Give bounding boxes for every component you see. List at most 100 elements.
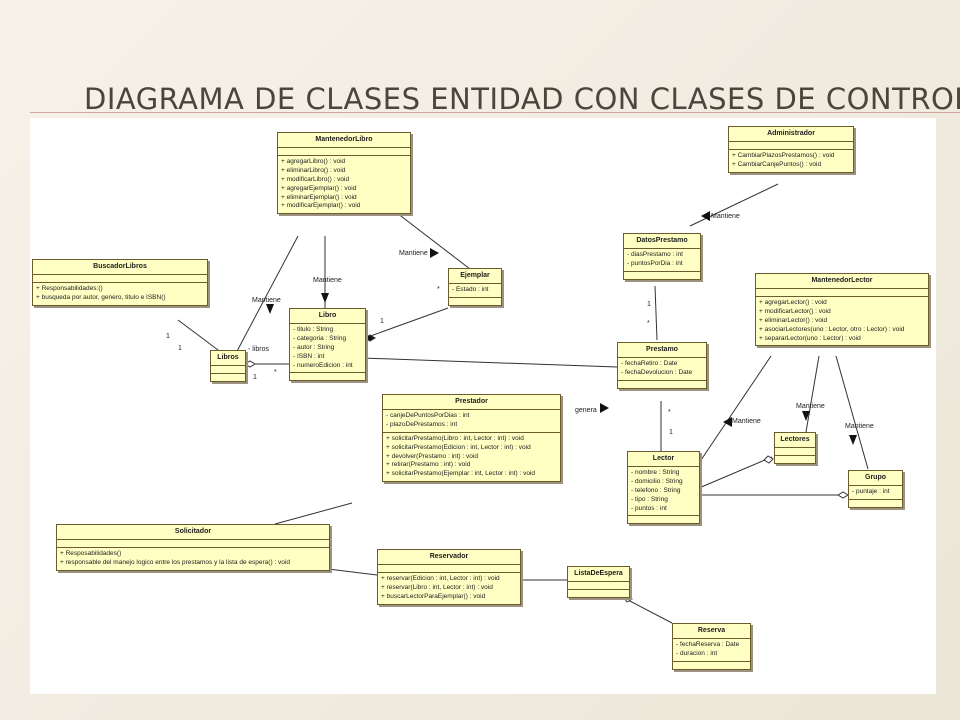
operation: + solicitarPrestamo(Libro : int, Lector … [386, 434, 524, 442]
class-datosprestamo[interactable]: DatosPrestamo - diasPrestamo : int - pun… [623, 233, 701, 280]
title-divider [30, 112, 960, 113]
class-name: Lectores [775, 433, 815, 449]
class-name: Prestamo [618, 343, 706, 359]
multiplicity: * [668, 409, 671, 416]
arrow-mantiene-ejemplar [430, 248, 439, 258]
attribute: - nombre : String [631, 469, 680, 477]
attribute: - telefono : String [631, 486, 681, 494]
diamond-libros [244, 360, 256, 368]
operation: + reservar(Libro : int, Lector : int) : … [381, 584, 493, 592]
class-lector[interactable]: Lector - nombre : String - domicilio : S… [627, 451, 700, 525]
operation: + Responsabilidades:() [36, 285, 103, 293]
class-name: Libros [211, 351, 245, 367]
class-prestador[interactable]: Prestador - canjeDePuntosPorDias : int -… [382, 394, 561, 482]
class-reservador[interactable]: Reservador + reservar(Edicion : int, Lec… [377, 549, 521, 605]
attribute: - numeroEdicion : int [293, 361, 353, 369]
attribute: - puntaje : int [852, 488, 890, 496]
arrow-mantiene-libro [321, 293, 329, 303]
attributes-section [568, 582, 629, 591]
class-mantenedorlector[interactable]: MantenedorLector + agregarLector() : voi… [755, 273, 929, 347]
attributes-section [278, 148, 410, 157]
attribute: - diasPrestamo : int [627, 251, 683, 259]
class-prestamo[interactable]: Prestamo - fechaRetiro : Date - fechaDev… [617, 342, 707, 389]
operations-section [673, 662, 750, 669]
class-name: Prestador [383, 395, 560, 411]
attributes-section [729, 142, 853, 151]
operation: + reservar(Edicion : int, Lector : int) … [381, 575, 500, 583]
label-genera: genera [575, 407, 597, 414]
class-name: Lector [628, 452, 699, 468]
edge-mantlector-grupo [835, 355, 869, 470]
operation: + Resposabilidades() [60, 550, 122, 558]
class-name: DatosPrestamo [624, 234, 700, 250]
class-libros[interactable]: Libros [210, 350, 246, 383]
class-name: Solicitador [57, 525, 329, 541]
label-mantiene-datos: Mantiene [711, 213, 740, 220]
attribute: - fechaReserva : Date [676, 641, 740, 649]
attributes-section: - nombre : String - domicilio : String -… [628, 467, 699, 517]
operation: + buscarLectorParaEjemplar() : void [381, 592, 486, 600]
operation: + asociarLectores(uno : Lector, otro : L… [759, 325, 905, 333]
label-mantiene-libros: Mantiene [252, 297, 281, 304]
operations-section [624, 272, 700, 279]
edge-libro-prestamo [361, 357, 618, 368]
class-ejemplar[interactable]: Ejemplar - Estado : int [448, 268, 502, 307]
class-name: ListaDeEspera [568, 567, 629, 583]
arrow-mantiene-grupo [849, 435, 857, 445]
diamond-grupo [837, 491, 849, 499]
multiplicity: * [274, 369, 277, 376]
edge-mantlibro-libros [234, 235, 299, 356]
multiplicity: 1 [253, 374, 257, 381]
operation: + CambiarCanjePuntos() : void [732, 161, 822, 169]
edge-solicitador-reservador [327, 568, 378, 576]
class-reserva[interactable]: Reserva - fechaReserva : Date - duracion… [672, 623, 751, 670]
label-mantiene-grupo: Mantiene [845, 423, 874, 430]
attributes-section [211, 366, 245, 375]
operation: + eliminarLibro() : void [281, 167, 346, 175]
edge-libro-ejemplar [364, 307, 449, 339]
attributes-section [33, 275, 207, 284]
class-solicitador[interactable]: Solicitador + Resposabilidades() + respo… [56, 524, 330, 571]
attribute: - plazoDePrestamos : int [386, 421, 458, 429]
operation: + agregarLibro() : void [281, 158, 346, 166]
label-mantiene-lectores: Mantiene [796, 403, 825, 410]
multiplicity: 1 [669, 429, 673, 436]
attributes-section: - canjeDePuntosPorDias : int - plazoDePr… [383, 410, 560, 433]
multiplicity: 1 [178, 345, 182, 352]
edge-lista-reserva [627, 599, 673, 624]
operations-section [618, 381, 706, 388]
operation: + solicitarPrestamo(Ejemplar : int, Lect… [386, 470, 536, 478]
operations-section [849, 500, 902, 507]
class-mantenedorlibro[interactable]: MantenedorLibro + agregarLibro() : void … [277, 132, 411, 215]
attributes-section: - fechaReserva : Date - duracion : int [673, 639, 750, 662]
slide-title: DIAGRAMA DE CLASES ENTIDAD CON CLASES DE… [84, 82, 960, 116]
class-lectores[interactable]: Lectores [774, 432, 816, 465]
operations-section: + agregarLector() : void + modificarLect… [756, 297, 928, 345]
operations-section: + CambiarPlazosPrestamos() : void + Camb… [729, 150, 853, 172]
multiplicity: * [437, 286, 440, 293]
multiplicity: 1 [647, 301, 651, 308]
arrow-mantiene-datos [701, 211, 710, 221]
class-name: MantenedorLibro [278, 133, 410, 149]
class-name: Administrador [729, 127, 853, 143]
attribute: - fechaDevolucion : Date [621, 369, 693, 377]
class-administrador[interactable]: Administrador + CambiarPlazosPrestamos()… [728, 126, 854, 173]
class-name: MantenedorLector [756, 274, 928, 290]
class-buscadorlibros[interactable]: BuscadorLibros + Responsabilidades:() + … [32, 259, 208, 306]
multiplicity: 1 [166, 333, 170, 340]
attribute: - titulo : String [293, 326, 334, 334]
operation: + responsable del manejo logico entre lo… [60, 559, 290, 567]
operation: + retirar(Prestamo : int) : void [386, 461, 471, 469]
label-mantiene-lector: Mantiene [732, 418, 761, 425]
class-libro[interactable]: Libro - titulo : String - categoria : St… [289, 308, 366, 382]
class-name: Ejemplar [449, 269, 501, 285]
operation: + modificarLector() : void [759, 308, 831, 316]
class-name: Grupo [849, 471, 902, 487]
operation: + eliminarEjemplar() : void [281, 193, 357, 201]
class-listadeespera[interactable]: ListaDeEspera [567, 566, 630, 599]
edge-mantlector-lector [698, 355, 772, 464]
attribute: - duracion : int [676, 650, 718, 658]
class-grupo[interactable]: Grupo - puntaje : int [848, 470, 903, 509]
attributes-section [756, 289, 928, 298]
edge-lector-lectores [698, 456, 773, 489]
